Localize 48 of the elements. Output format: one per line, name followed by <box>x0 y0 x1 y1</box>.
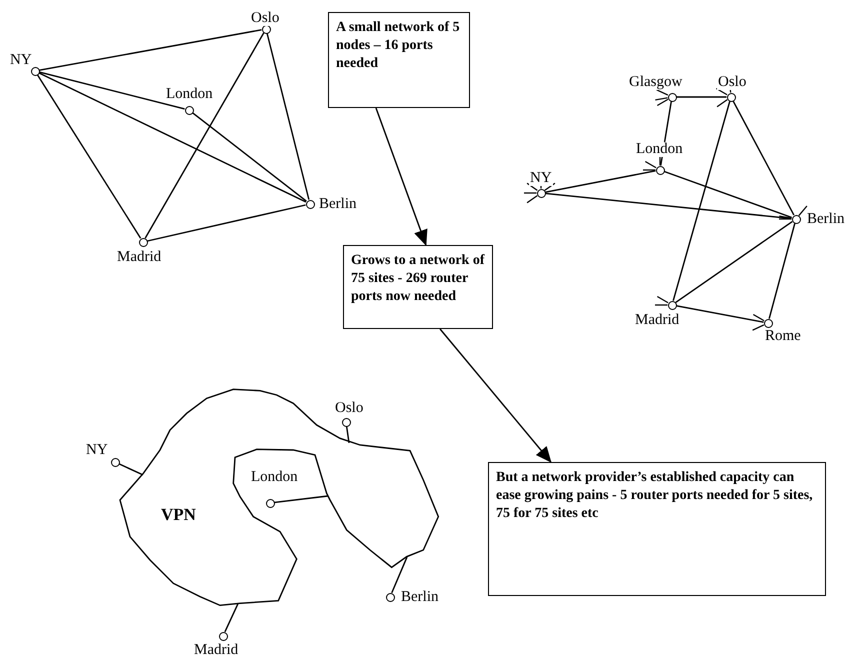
site-node <box>536 188 546 198</box>
site-node <box>764 318 772 328</box>
connector-line <box>346 426 350 444</box>
city-label: Oslo <box>250 11 280 26</box>
city-label: Oslo <box>717 75 748 90</box>
site-node <box>266 498 274 508</box>
city-label: London <box>635 142 684 157</box>
city-label: Glasgow <box>628 75 684 90</box>
site-node <box>668 92 676 102</box>
site-node <box>386 592 394 602</box>
connector-line <box>39 29 262 71</box>
site-node <box>342 418 350 426</box>
arrow <box>440 328 552 463</box>
note-box: Grows to a network of 75 sites - 269 router ports now needed <box>343 245 493 329</box>
site-node <box>792 214 800 224</box>
connector-line <box>676 96 726 98</box>
network-label: VPN <box>160 506 197 523</box>
site-node <box>30 66 40 76</box>
connector-line <box>266 33 310 200</box>
connector-line <box>676 305 764 323</box>
connector-line <box>224 604 239 632</box>
site-node <box>726 92 736 102</box>
connector-line <box>545 170 656 193</box>
site-node <box>218 632 228 640</box>
connector-line <box>118 463 144 476</box>
connector-line <box>144 32 264 238</box>
connector-line <box>768 223 796 319</box>
arrow <box>375 108 428 246</box>
connector-line <box>391 556 408 594</box>
site-node <box>656 166 664 174</box>
site-node <box>306 200 314 208</box>
connector-line <box>664 170 792 218</box>
site-node <box>184 106 194 114</box>
city-label: NY <box>529 171 553 186</box>
note-box: But a network provider’s established capacity can ease growing pains - 5 router ports needed for 5 sites, 75 for 75 sites etc <box>488 462 826 596</box>
connector-line <box>147 204 306 242</box>
connector-line <box>36 74 142 239</box>
connector-line <box>732 100 794 216</box>
site-node <box>668 300 676 310</box>
site-node <box>110 458 120 466</box>
connector-line <box>672 101 730 301</box>
note-box: A small network of 5 nodes – 16 ports needed <box>328 12 470 108</box>
site-node <box>138 238 148 246</box>
connector-line <box>38 72 306 203</box>
connector-line <box>675 220 793 304</box>
connector-line <box>39 71 185 110</box>
connector-line <box>192 112 307 202</box>
connector-line <box>274 495 328 504</box>
